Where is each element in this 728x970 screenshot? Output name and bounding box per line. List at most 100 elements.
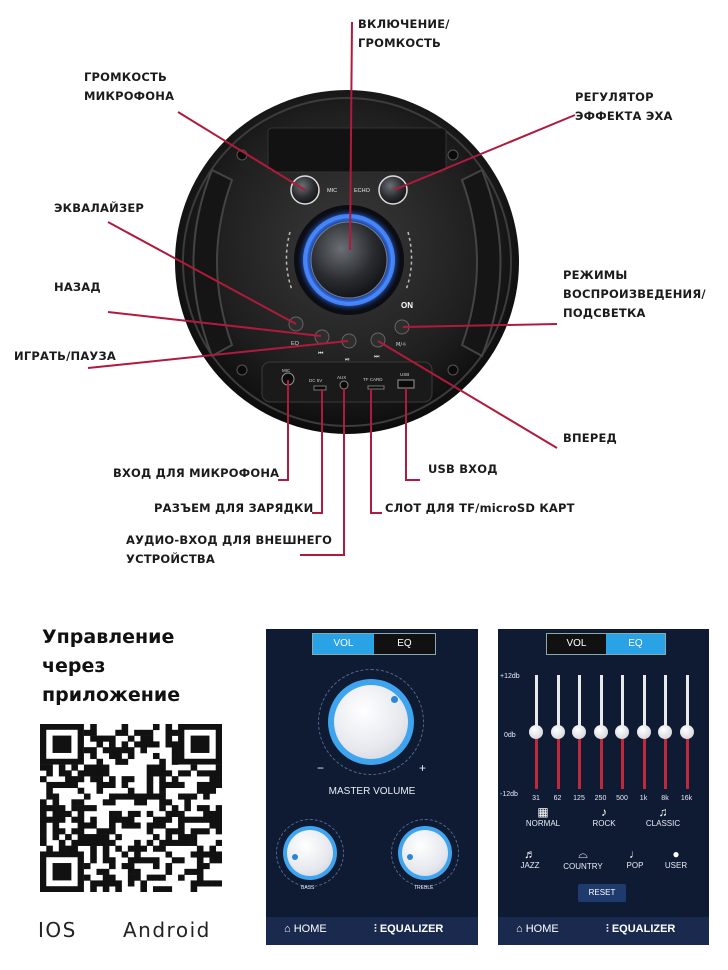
mic-knob-label: MIC [327, 188, 337, 194]
preset-user[interactable]: ● USER [658, 847, 694, 870]
label-play-pause: ИГРАТЬ/ПАУЗА [14, 349, 116, 363]
tab-bar: VOL EQ [546, 633, 666, 655]
back-icon: ⏮ [318, 350, 324, 357]
nav-home-label: HOME [525, 923, 559, 935]
reset-button[interactable]: RESET [578, 884, 626, 902]
aux-jack[interactable] [339, 380, 349, 390]
sliders-icon: ⫶ [606, 923, 609, 935]
eq-slider-knob[interactable] [529, 725, 543, 739]
user-icon: ● [672, 847, 680, 861]
treble-knob[interactable] [391, 819, 459, 887]
nav-home[interactable]: ⌂ HOME [284, 923, 327, 935]
sliders-icon: ⫶ [374, 923, 377, 935]
preset-pop[interactable]: ♩ POP [618, 847, 652, 870]
nav-equalizer[interactable]: ⫶ EQUALIZER [374, 923, 443, 936]
qr-code[interactable] [40, 724, 222, 892]
eq-band-label: 62 [553, 795, 562, 802]
eq-band-label: 31 [532, 795, 540, 802]
eq-slider-knob[interactable] [679, 725, 694, 739]
master-minus: − [317, 761, 325, 775]
preset-rock-label: ROCK [592, 819, 616, 828]
nav-equalizer[interactable]: ⫶ EQUALIZER [606, 923, 675, 936]
port-tf-label: TF CARD [363, 377, 383, 382]
port-aux-label: AUX [337, 375, 346, 380]
cowboy-hat-icon: ⌓ [578, 847, 588, 861]
eq-band-label: 125 [573, 795, 585, 802]
label-usb-in: USB ВХОД [428, 462, 498, 476]
label-power-volume: ВКЛЮЧЕНИЕ/ГРОМКОСТЬ [358, 17, 450, 50]
speaker-diagram: MIC ECHO ON EQ M/☼ ⏮ ⏯ ⏭ MIC DC 5V AUX T… [87, 21, 576, 556]
port-mic-label: MIC [282, 368, 291, 373]
tab-vol[interactable]: VOL [313, 634, 374, 654]
bass-knob[interactable] [276, 819, 344, 887]
preset-normal-label: NORMAL [525, 819, 561, 828]
eq-band-label: 250 [594, 795, 607, 802]
echo-knob-label: ECHO [354, 188, 371, 194]
saxophone-icon: ♬ [524, 847, 536, 861]
piano-icon: ♫ [658, 805, 668, 819]
preset-normal[interactable]: ▦ NORMAL [520, 805, 566, 828]
label-tf-slot: СЛОТ ДЛЯ TF/microSD КАРТ [385, 501, 575, 515]
preset-jazz-label: JAZZ [520, 861, 540, 870]
eq-slider-knob[interactable] [636, 725, 651, 739]
preset-jazz[interactable]: ♬ JAZZ [510, 847, 550, 870]
eq-button-label: EQ [291, 341, 300, 347]
android-label: Android [123, 918, 211, 942]
bass-label: BASS [301, 885, 315, 891]
treble-label: TREBLE [414, 885, 434, 891]
nav-home[interactable]: ⌂ HOME [516, 923, 559, 935]
back-button[interactable] [314, 329, 330, 345]
tab-eq[interactable]: EQ [374, 634, 435, 654]
eq-slider-knob[interactable] [593, 725, 608, 739]
preset-pop-label: POP [626, 861, 644, 870]
bottom-nav: ⌂ HOME ⫶ EQUALIZER [498, 917, 709, 945]
db-top-label: +12db [500, 673, 520, 680]
ios-label: IOS [38, 918, 77, 942]
port-dc-label: DC 5V [309, 378, 322, 383]
eq-band-label: 1k [639, 795, 648, 802]
preset-user-label: USER [664, 861, 688, 870]
db-mid-label: 0db [504, 732, 516, 739]
tab-eq[interactable]: EQ [606, 634, 665, 654]
nav-home-label: HOME [293, 923, 327, 935]
master-plus: + [419, 761, 427, 775]
tf-card-slot[interactable] [367, 385, 385, 390]
mode-button-label: M/☼ [396, 342, 406, 348]
eq-band-label: 8k [661, 795, 669, 802]
usb-port[interactable] [397, 379, 415, 389]
home-icon: ⌂ [516, 923, 523, 935]
tab-vol[interactable]: VOL [547, 634, 606, 654]
app-screen-equalizer: VOL EQ +12db 0db -12db 31 62 125 250 500 1k 8k… [498, 629, 709, 945]
preset-classic[interactable]: ♫ CLASSIC [640, 805, 686, 828]
label-charge: РАЗЪЕМ ДЛЯ ЗАРЯДКИ [154, 501, 314, 515]
on-label: ON [401, 301, 413, 310]
eq-slider-knob[interactable] [572, 725, 586, 739]
nav-equalizer-label: EQUALIZER [611, 923, 676, 935]
label-equalizer: ЭКВАЛАЙЗЕР [54, 201, 145, 215]
forward-icon: ⏭ [374, 353, 380, 360]
preset-country-label: COUNTRY [563, 862, 603, 871]
microphone-icon: ♩ [629, 847, 641, 861]
preset-rock[interactable]: ♪ ROCK [584, 805, 624, 828]
master-volume-knob[interactable] [318, 669, 424, 775]
callout-lines [87, 21, 576, 556]
echo-knob[interactable] [378, 175, 408, 205]
dc-port[interactable] [313, 385, 327, 391]
app-screen-volume: VOL EQ − + MASTER VOLUME BASS TREBLE ⌂ H… [266, 629, 478, 945]
power-volume-knob[interactable] [285, 205, 413, 315]
master-volume-label: MASTER VOLUME [328, 786, 416, 797]
db-bottom-label: -12db [500, 791, 518, 798]
eq-slider-knob[interactable] [615, 725, 629, 739]
eq-slider-knob[interactable] [550, 725, 565, 739]
nav-equalizer-label: EQUALIZER [379, 923, 444, 935]
eq-slider-knob[interactable] [658, 725, 672, 739]
tab-bar: VOL EQ [312, 633, 436, 655]
preset-country[interactable]: ⌓ COUNTRY [558, 847, 608, 871]
eq-band-label: 500 [616, 795, 628, 802]
